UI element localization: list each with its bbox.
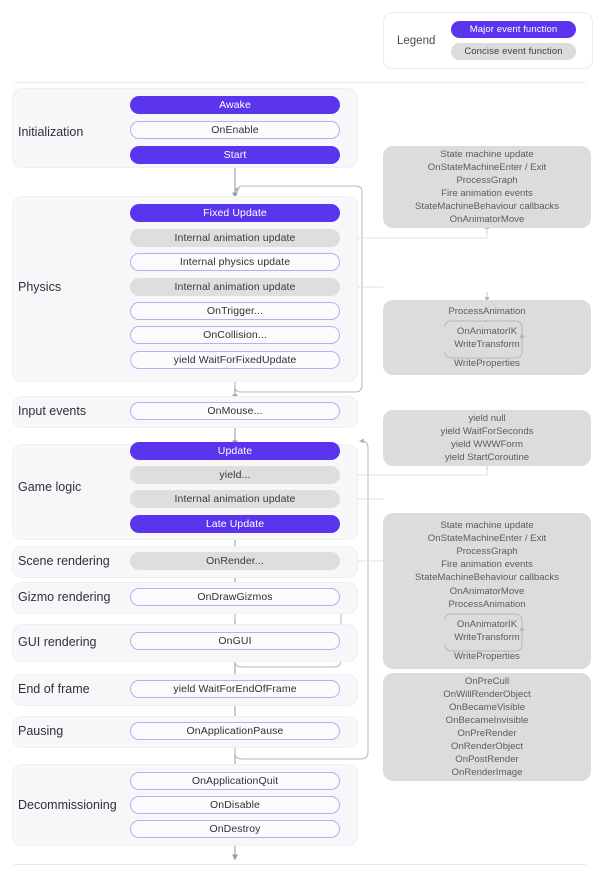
panel1-line-0: ProcessAnimation [448,305,526,317]
node-onrender[interactable]: OnRender... [130,552,340,570]
panel4-line-3: OnBecameInvisible [445,714,529,726]
panel4-line-2: OnBecameVisible [448,701,526,713]
node-ondestroy[interactable]: OnDestroy [130,820,340,838]
wire-frame-loop [234,438,369,760]
legend-major-pill: Major event function [451,21,576,38]
top-divider [14,82,586,83]
panel3-line-3: Fire animation events [441,559,533,571]
node-internal-animation-update-3[interactable]: Internal animation update [130,490,340,508]
panel4-line-7: OnRenderImage [451,767,523,779]
section-label-gui-rendering: GUI rendering [18,635,97,649]
panel0-line-2: ProcessGraph [456,174,518,186]
panel4-line-5: OnRenderObject [451,741,523,753]
node-awake[interactable]: Awake [130,96,340,114]
node-internal-animation-update-1[interactable]: Internal animation update [130,229,340,247]
legend: Legend Major event function Concise even… [383,12,593,69]
panel-yield: yield null yield WaitForSeconds yield WW… [383,410,591,466]
node-internal-physics-update[interactable]: Internal physics update [130,253,340,271]
section-label-decommissioning: Decommissioning [18,798,117,812]
panel4-line-0: OnPreCull [464,675,510,687]
panel4-line-6: OnPostRender [455,754,519,766]
panel1-loop-group: OnAnimatorIK WriteTransform [444,320,525,359]
panel0-line-1: OnStateMachineEnter / Exit [427,161,547,173]
section-label-end-of-frame: End of frame [18,682,90,696]
panel0-line-5: OnAnimatorMove [449,214,525,226]
node-yield-waitforfixedupdate[interactable]: yield WaitForFixedUpdate [130,351,340,369]
node-yield-waitforendofframe[interactable]: yield WaitForEndOfFrame [130,680,340,698]
node-onenable[interactable]: OnEnable [130,121,340,139]
section-label-scene-rendering: Scene rendering [18,554,110,568]
panel0-line-0: State machine update [440,148,534,160]
panel3-line-5: OnAnimatorMove [449,585,525,597]
panel3-loop-1: WriteTransform [454,631,520,643]
panel3-loop-group: OnAnimatorIK WriteTransform [444,613,525,652]
legend-title: Legend [397,34,436,47]
panel4-line-1: OnWillRenderObject [443,688,531,700]
panel3-line-1: OnStateMachineEnter / Exit [427,533,547,545]
node-ontrigger[interactable]: OnTrigger... [130,302,340,320]
node-start[interactable]: Start [130,146,340,164]
panel0-line-4: StateMachineBehaviour callbacks [415,201,559,213]
node-onmouse[interactable]: OnMouse... [130,402,340,420]
panel1-loop-arrow [444,320,525,359]
node-yield[interactable]: yield... [130,466,340,484]
panel1-loop-0: OnAnimatorIK [456,325,518,337]
section-label-game-logic: Game logic [18,480,82,494]
section-label-gizmo-rendering: Gizmo rendering [18,590,111,604]
node-ongui[interactable]: OnGUI [130,632,340,650]
panel3-line-6: ProcessAnimation [448,598,526,610]
node-oncollision[interactable]: OnCollision... [130,326,340,344]
panel1-tail-0: WriteProperties [454,358,520,370]
section-label-physics: Physics [18,280,62,294]
bottom-divider [14,864,586,865]
panel1-loop-1: WriteTransform [454,339,520,350]
panel0-line-3: Fire animation events [441,188,533,199]
panel3-line-0: State machine update [440,520,534,532]
panel-late-animation: State machine update OnStateMachineEnter… [383,513,591,669]
section-label-initialization: Initialization [18,125,84,139]
node-onapplicationquit[interactable]: OnApplicationQuit [130,772,340,790]
legend-concise-pill: Concise event function [451,43,576,60]
node-fixed-update[interactable]: Fixed Update [130,204,340,222]
panel3-loop-arrow [444,613,525,652]
panel-animation-update: State machine update OnStateMachineEnter… [383,146,591,228]
node-ondrawgizmos[interactable]: OnDrawGizmos [130,588,340,606]
leader-yield [340,467,488,476]
panel3-loop-0: OnAnimatorIK [456,618,518,630]
section-label-input-events: Input events [18,404,87,418]
node-ondisable[interactable]: OnDisable [130,796,340,814]
node-internal-animation-update-2[interactable]: Internal animation update [130,278,340,296]
panel3-line-2: ProcessGraph [456,546,518,558]
node-late-update[interactable]: Late Update [130,515,340,533]
wire-physics-loop [234,185,363,393]
panel2-line-3: yield StartCoroutine [444,452,530,464]
node-update[interactable]: Update [130,442,340,460]
section-label-pausing: Pausing [18,724,64,738]
panel2-line-0: yield null [468,412,506,424]
panel2-line-2: yield WWWForm [451,439,523,450]
panel3-line-4: StateMachineBehaviour callbacks [415,572,559,584]
node-onapplicationpause[interactable]: OnApplicationPause [130,722,340,740]
panel4-line-4: OnPreRender [457,728,517,739]
panel2-line-1: yield WaitForSeconds [440,425,534,437]
panel-process-animation: ProcessAnimation OnAnimatorIK WriteTrans… [383,300,591,375]
panel-scene-rendering: OnPreCull OnWillRenderObject OnBecameVis… [383,673,591,781]
panel3-tail-0: WriteProperties [454,650,520,662]
